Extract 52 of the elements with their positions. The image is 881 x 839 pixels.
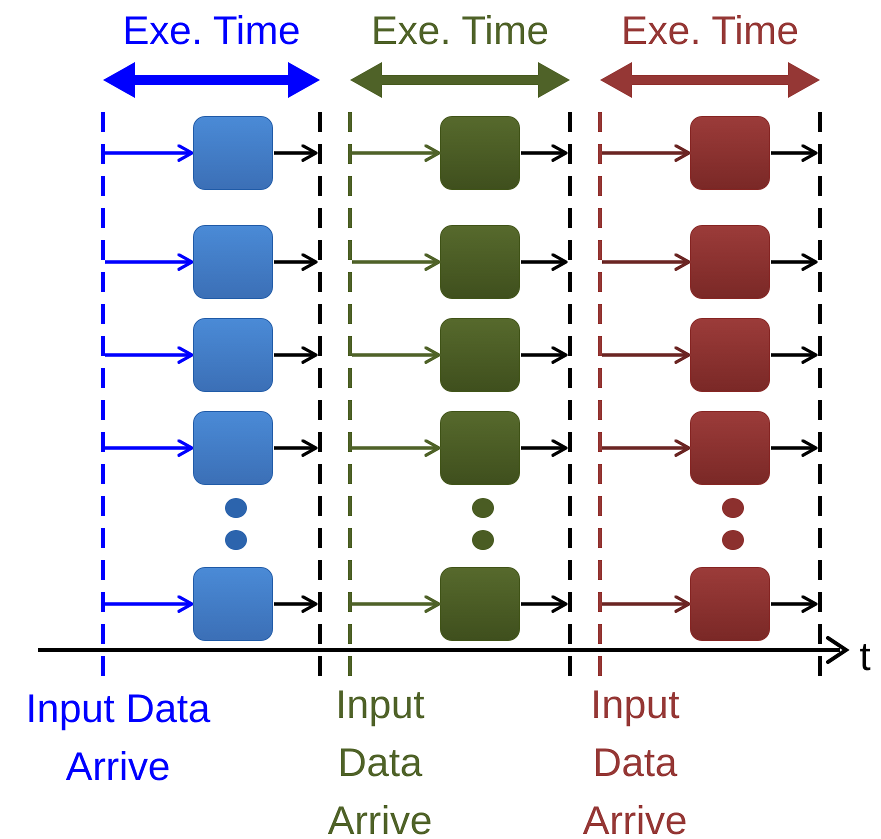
arrow (602, 253, 691, 271)
arrow (352, 253, 441, 271)
process-box (690, 318, 770, 392)
arrow (274, 144, 318, 162)
process-box (193, 225, 273, 299)
arrow (105, 253, 194, 271)
arrow (521, 253, 568, 271)
arrival-label: Input Data Arrive (326, 682, 434, 839)
arrow (771, 144, 818, 162)
arrow (602, 439, 691, 457)
process-box (690, 567, 770, 641)
axis-label: t (858, 634, 872, 681)
process-box (440, 411, 520, 485)
arrow (771, 253, 818, 271)
arrow (771, 346, 818, 364)
arrow (105, 144, 194, 162)
arrow (521, 439, 568, 457)
process-box (193, 318, 273, 392)
arrow (602, 346, 691, 364)
arrow (352, 346, 441, 364)
arrow (521, 346, 568, 364)
process-box (690, 116, 770, 190)
time-label: Exe. Time (122, 8, 302, 55)
process-box (440, 567, 520, 641)
arrow (602, 144, 691, 162)
arrow (274, 595, 318, 613)
arrow (105, 346, 194, 364)
arrow (105, 439, 194, 457)
time-label: Exe. Time (620, 8, 800, 55)
arrow (274, 253, 318, 271)
arrival-label: Input Data Arrive (24, 686, 212, 791)
process-box (440, 318, 520, 392)
arrow (352, 595, 441, 613)
arrow (274, 346, 318, 364)
process-box (440, 116, 520, 190)
time-label: Exe. Time (370, 8, 550, 55)
arrow (771, 595, 818, 613)
process-box (690, 411, 770, 485)
arrow (771, 439, 818, 457)
arrow (274, 439, 318, 457)
arrow (352, 439, 441, 457)
process-box (193, 116, 273, 190)
arrow (602, 595, 691, 613)
process-box (440, 225, 520, 299)
arrow (352, 144, 441, 162)
process-box (193, 411, 273, 485)
process-box (193, 567, 273, 641)
process-box (690, 225, 770, 299)
arrow (521, 144, 568, 162)
arrow (521, 595, 568, 613)
arrow (105, 595, 194, 613)
arrival-label: Input Data Arrive (582, 682, 688, 839)
